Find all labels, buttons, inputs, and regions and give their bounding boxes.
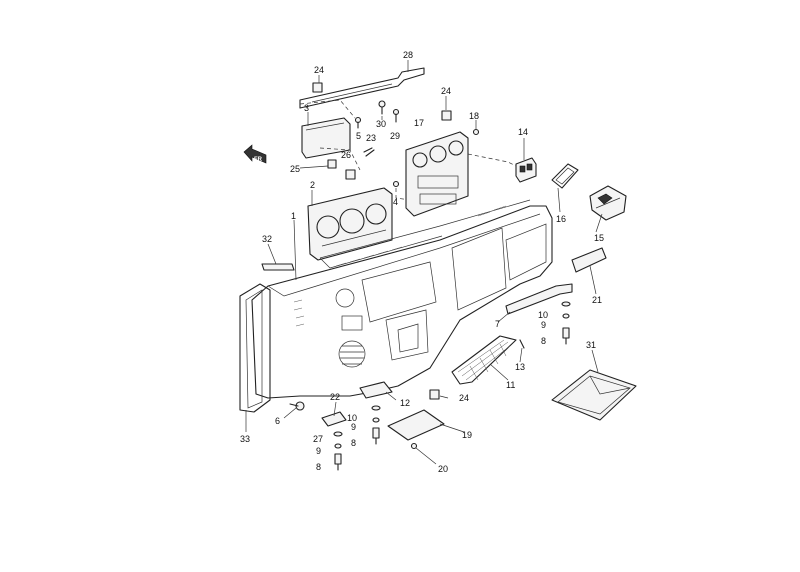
callout-32: 32: [262, 234, 272, 244]
callout-20: 20: [438, 464, 448, 474]
callout-10-mid: 10: [347, 413, 357, 423]
callout-8-right: 8: [541, 336, 546, 346]
part-33-side-panel: [239, 283, 271, 413]
part-2-gauge-bezel: [307, 187, 393, 261]
callout-29: 29: [390, 131, 400, 141]
part-24-clip-low: [429, 389, 440, 400]
callout-23: 23: [366, 133, 376, 143]
callout-18: 18: [469, 111, 479, 121]
part-18-screw: [472, 128, 480, 136]
part-24-clip-mid: [441, 110, 452, 121]
fasteners-middle: [371, 405, 381, 445]
part-24-clip-top: [312, 82, 323, 93]
part-12-bracket: [359, 381, 393, 399]
callout-3: 3: [304, 103, 309, 113]
callout-8-mid: 8: [351, 438, 356, 448]
callout-labels: 28 24 3 30 5 29 23 26 25 2 4 24 17 18 14…: [240, 50, 604, 474]
callout-22: 22: [330, 392, 340, 402]
callout-2: 2: [310, 180, 315, 190]
callout-16: 16: [556, 214, 566, 224]
callout-17: 17: [414, 118, 424, 128]
dash-4: [395, 188, 411, 201]
part-25-clip: [327, 159, 337, 169]
front-arrow-label: FR: [254, 157, 263, 163]
part-19-plate: [387, 409, 445, 441]
callout-21: 21: [592, 295, 602, 305]
callout-9-right: 9: [541, 320, 546, 330]
part-11-net: [451, 335, 517, 385]
part-28-rail: [299, 67, 425, 109]
fasteners-left: [333, 431, 343, 471]
callout-27: 27: [313, 434, 323, 444]
callout-19: 19: [462, 430, 472, 440]
fasteners-right: [561, 301, 571, 345]
part-1-dashboard-body: [251, 199, 553, 399]
part-15-side-unit: [589, 185, 627, 221]
callout-24-top: 24: [314, 65, 324, 75]
callout-4: 4: [393, 197, 398, 207]
callout-8-left: 8: [316, 462, 321, 472]
callout-7: 7: [495, 319, 500, 329]
part-31-floor-mat: [551, 369, 637, 421]
part-4-screw: [392, 180, 400, 188]
callout-11: 11: [506, 380, 515, 390]
callout-28: 28: [403, 50, 413, 60]
part-17-center-panel: [405, 131, 469, 217]
part-6-bolt: [289, 401, 305, 411]
callout-6: 6: [275, 416, 280, 426]
callout-30: 30: [376, 119, 386, 129]
callout-26: 26: [341, 150, 351, 160]
part-20-screw: [410, 442, 418, 450]
callout-12: 12: [400, 398, 410, 408]
callout-15: 15: [594, 233, 604, 243]
callout-24-mid: 24: [441, 86, 451, 96]
callout-9-mid: 9: [351, 422, 356, 432]
part-16-ring-frame: [551, 163, 579, 189]
screw-parts-top: [354, 100, 400, 157]
dash-26: [319, 147, 361, 171]
part-32-strip: [261, 263, 295, 271]
part-21-plate: [571, 247, 607, 273]
callout-24-low: 24: [459, 393, 469, 403]
leader-lines: [245, 60, 603, 465]
part-14-switch-unit: [515, 157, 537, 183]
callout-31: 31: [586, 340, 596, 350]
part-13-screw: [519, 339, 525, 349]
callout-9-left: 9: [316, 446, 321, 456]
callout-25: 25: [290, 164, 300, 174]
callout-5: 5: [356, 131, 361, 141]
part-3-edge: [305, 122, 345, 131]
callout-1: 1: [291, 211, 296, 221]
callout-33: 33: [240, 434, 250, 444]
part-16-inner: [555, 167, 575, 185]
callout-10-right: 10: [538, 310, 548, 320]
front-direction-arrow-icon: FR: [243, 144, 267, 164]
callout-14: 14: [518, 127, 528, 137]
callout-13: 13: [515, 362, 525, 372]
part-26-clip: [345, 169, 356, 180]
